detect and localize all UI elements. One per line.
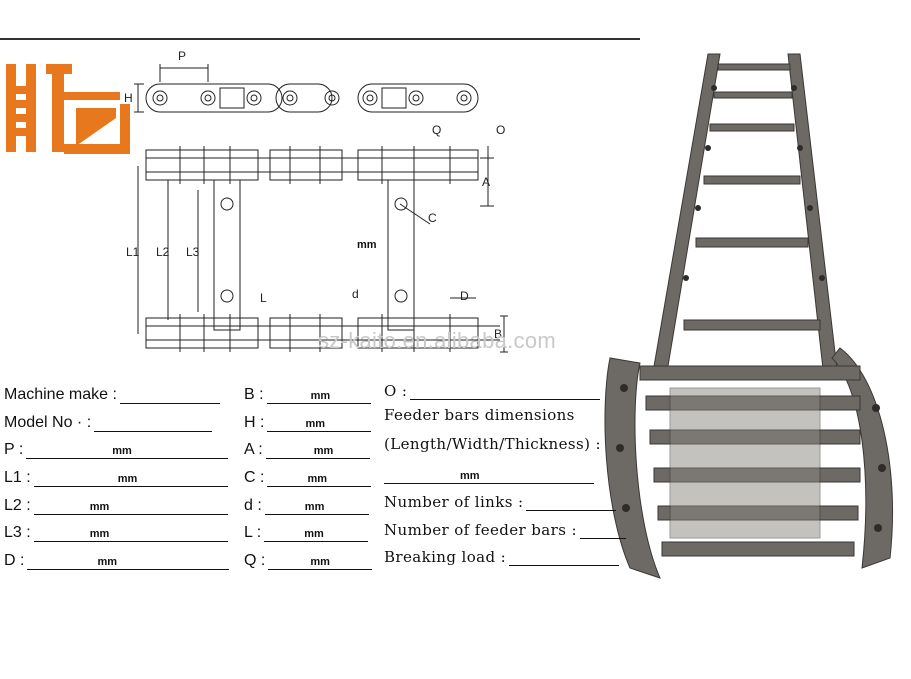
field-blank[interactable] — [526, 492, 617, 511]
field-d-small[interactable]: d : mm — [244, 493, 369, 515]
dim-label-l: L — [260, 291, 267, 305]
dim-label-l2: L2 — [156, 245, 170, 259]
field-feeder-bars-dimensions[interactable]: mm — [384, 462, 594, 484]
dim-label-o: O — [496, 123, 505, 137]
field-l2[interactable]: L2 : mm — [4, 493, 228, 515]
field-breaking-load[interactable]: Breaking load : — [384, 544, 620, 566]
dim-label-b: B — [494, 327, 502, 341]
field-number-of-feeder-bars[interactable]: Number of feeder bars : — [384, 517, 626, 539]
field-machine-make[interactable]: Machine make : — [4, 382, 220, 404]
dim-label-l1: L1 — [126, 245, 140, 259]
drawing-unit-label: mm — [357, 239, 377, 251]
field-blank[interactable]: mm — [33, 468, 228, 487]
dim-label-p: P — [178, 49, 186, 63]
field-label: H : — [244, 414, 265, 431]
field-blank[interactable]: mm — [264, 523, 369, 542]
field-blank[interactable]: mm — [265, 440, 370, 459]
field-label: L2 : — [4, 497, 31, 514]
field-blank[interactable]: mm — [33, 523, 228, 542]
field-blank[interactable] — [579, 520, 626, 539]
field-blank[interactable]: mm — [268, 551, 373, 570]
field-label: L3 : — [4, 524, 31, 541]
field-label: L1 : — [4, 469, 31, 486]
field-blank[interactable] — [509, 547, 620, 566]
field-blank[interactable]: mm — [384, 465, 594, 484]
field-label: Number of feeder bars : — [384, 521, 577, 539]
field-label: Q : — [244, 552, 266, 569]
field-label: A : — [244, 441, 263, 458]
dim-label-h: H — [124, 91, 133, 105]
feeder-bars-title: Feeder bars dimensions — [384, 406, 575, 424]
field-b[interactable]: B : mm — [244, 382, 371, 404]
field-blank[interactable] — [94, 413, 213, 432]
feeder-chain-photo — [604, 53, 894, 579]
field-l1[interactable]: L1 : mm — [4, 465, 228, 487]
field-label: Number of links : — [384, 493, 524, 511]
field-label: O : — [384, 382, 408, 400]
field-label: d : — [244, 497, 262, 514]
field-blank[interactable]: mm — [26, 440, 229, 459]
field-blank[interactable] — [119, 385, 220, 404]
field-blank[interactable]: mm — [267, 468, 372, 487]
dim-label-a: A — [482, 175, 490, 189]
field-d[interactable]: D : mm — [4, 548, 230, 570]
header-rule — [0, 38, 640, 40]
field-p[interactable]: P : mm — [4, 437, 229, 459]
company-logo — [6, 64, 130, 154]
field-h[interactable]: H : mm — [244, 410, 372, 432]
field-blank[interactable]: mm — [264, 496, 369, 515]
field-number-of-links[interactable]: Number of links : — [384, 489, 617, 511]
feeder-bars-subtitle: (Length/Width/Thickness) : — [384, 435, 601, 453]
field-label: Breaking load : — [384, 548, 507, 566]
field-label: B : — [244, 386, 264, 403]
field-label: Machine make : — [4, 386, 117, 403]
dim-label-d-large: D — [460, 289, 469, 303]
dim-label-c: C — [428, 211, 437, 225]
field-blank[interactable]: mm — [266, 385, 371, 404]
field-blank[interactable] — [410, 381, 601, 400]
dim-label-l3: L3 — [186, 245, 200, 259]
field-l3[interactable]: L3 : mm — [4, 520, 228, 542]
field-model-no[interactable]: Model No · : — [4, 410, 213, 432]
field-blank[interactable]: mm — [267, 413, 372, 432]
field-label: D : — [4, 552, 25, 569]
field-label: P : — [4, 441, 24, 458]
dim-label-d-small: d — [352, 287, 359, 301]
field-a[interactable]: A : mm — [244, 437, 370, 459]
field-l[interactable]: L : mm — [244, 520, 369, 542]
field-c[interactable]: C : mm — [244, 465, 372, 487]
field-label: Model No · : — [4, 414, 92, 431]
field-label: C : — [244, 469, 265, 486]
watermark: sz-kaito.en.alibaba.com — [318, 328, 557, 353]
field-blank[interactable]: mm — [27, 551, 230, 570]
field-label: L : — [244, 524, 262, 541]
field-blank[interactable]: mm — [33, 496, 228, 515]
field-o[interactable]: O : — [384, 378, 601, 400]
chain-technical-drawing: P H Q O A C L1 L2 L3 L d D B — [124, 49, 508, 353]
field-q[interactable]: Q : mm — [244, 548, 373, 570]
dim-label-q: Q — [432, 123, 441, 137]
